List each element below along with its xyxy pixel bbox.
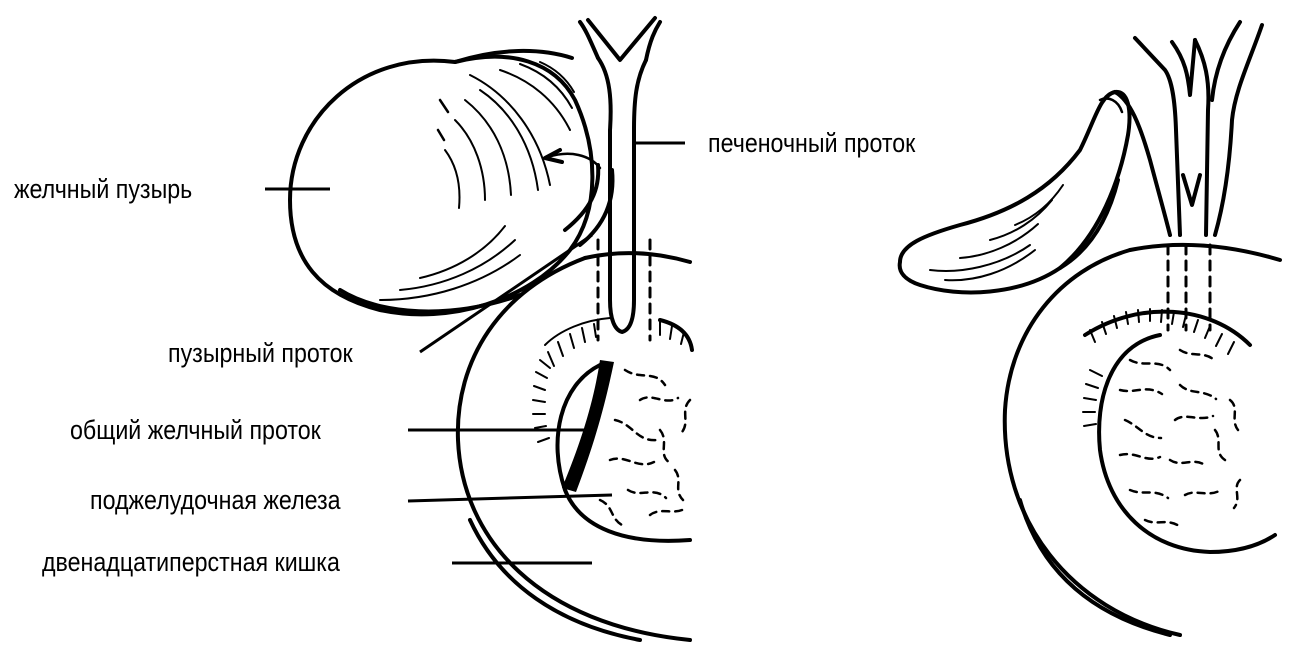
- hepatic-duct-left: [578, 16, 662, 342]
- label-cystic-duct: пузырный проток: [168, 338, 353, 368]
- leader-pancreas: [407, 493, 613, 503]
- label-pancreas: поджелудочная железа: [90, 485, 341, 515]
- pancreas-right: [1082, 333, 1277, 554]
- hepatic-duct-right: [1113, 20, 1264, 332]
- label-duodenum: двенадцатиперстная кишка: [42, 547, 340, 577]
- pancreas-left: [555, 363, 692, 543]
- common-bile-duct-left: [562, 360, 614, 492]
- cystic-duct-left: [543, 148, 615, 247]
- label-gallbladder: желчный пузырь: [14, 174, 193, 204]
- gallbladder-left: [288, 48, 595, 317]
- label-hepatic-duct: печеночный проток: [708, 128, 916, 158]
- duodenum-right: [1002, 242, 1282, 637]
- gallbladder-right: [897, 89, 1132, 295]
- right-figure: [897, 20, 1282, 637]
- duodenum-left: [455, 251, 694, 642]
- left-figure: [265, 16, 694, 642]
- leader-cystic-duct: [419, 233, 593, 354]
- label-common-bile-duct: общий желчный проток: [70, 415, 321, 445]
